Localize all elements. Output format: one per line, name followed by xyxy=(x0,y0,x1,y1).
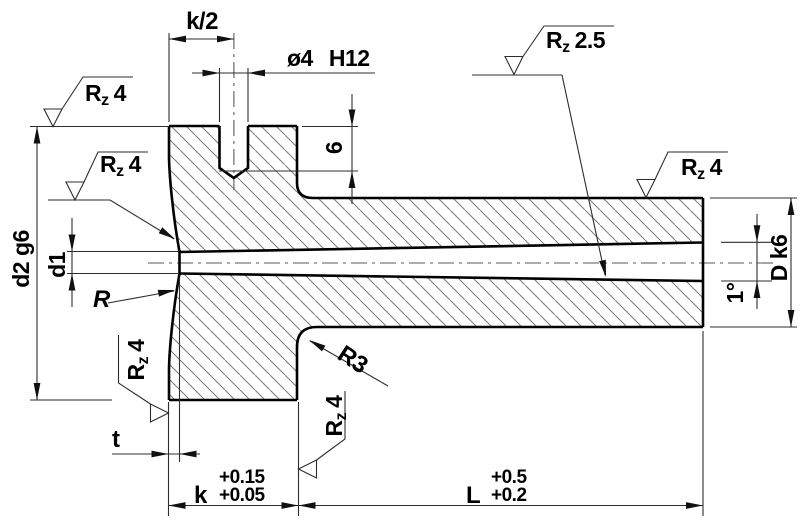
arrowhead xyxy=(179,450,197,458)
arrowhead xyxy=(309,340,326,352)
dim-hole-depth: 6 xyxy=(321,142,347,154)
roughness-icon xyxy=(43,76,133,128)
dim-k-tol-lower: +0.05 xyxy=(219,485,266,506)
arrowhead xyxy=(158,227,175,239)
centerlines xyxy=(148,33,773,264)
arrowhead xyxy=(686,502,703,509)
dished-face-lower-curve xyxy=(167,273,181,400)
dim-k: k xyxy=(194,482,208,509)
dim-d1: d1 xyxy=(44,251,70,278)
section-hatching xyxy=(169,126,703,400)
top-hole-outline xyxy=(218,126,250,180)
roughness-icon xyxy=(297,391,346,479)
arrowhead xyxy=(33,126,41,144)
arrowhead xyxy=(753,225,761,243)
dim-L: L xyxy=(466,482,480,509)
arrowhead xyxy=(217,35,234,43)
dished-face-upper-curve xyxy=(167,126,181,253)
arrowhead xyxy=(281,502,299,509)
roughness-head-bottom-label: Rz4 xyxy=(123,339,152,381)
tapered-bore-bottom-edge xyxy=(179,272,704,283)
dim-L-tol-lower: +0.2 xyxy=(491,485,527,506)
roughness-icon xyxy=(504,25,614,76)
roughness-shoulder-label: Rz4 xyxy=(321,395,350,437)
arrowhead xyxy=(599,259,606,277)
arrowhead xyxy=(348,109,356,127)
arrowhead xyxy=(787,198,795,215)
dimension-arrowheads xyxy=(33,35,795,509)
tapered-bore-top-edge xyxy=(179,241,704,254)
dim-t: t xyxy=(112,426,120,453)
dim-k-half: k/2 xyxy=(186,8,218,35)
arrowhead xyxy=(157,289,175,297)
roughness-icon xyxy=(117,335,170,423)
arrowhead xyxy=(202,69,220,77)
arrowhead xyxy=(348,171,356,188)
arrowhead xyxy=(33,383,41,400)
dim-shaft-dia: D k6 xyxy=(766,235,792,282)
arrowhead xyxy=(68,234,76,252)
dim-face-radius: R xyxy=(93,286,111,313)
arrowhead xyxy=(298,502,316,509)
arrowhead xyxy=(168,502,186,509)
roughness-icon xyxy=(65,151,148,202)
roughness-icon xyxy=(636,151,728,199)
dim-taper-angle: 1° xyxy=(722,282,748,303)
arrowhead xyxy=(68,273,76,291)
dim-k-tol-upper: +0.15 xyxy=(219,467,266,488)
dim-L-tol-upper: +0.5 xyxy=(491,467,527,488)
arrowhead xyxy=(151,450,169,458)
dim-d2: d2 g6 xyxy=(8,230,34,288)
arrowhead xyxy=(753,281,761,298)
arrowhead xyxy=(169,35,186,43)
arrowhead xyxy=(248,69,265,77)
dimension-lines xyxy=(30,33,797,516)
arrowhead xyxy=(787,310,795,327)
roughness-symbols xyxy=(43,25,728,479)
part-outline xyxy=(167,124,705,402)
